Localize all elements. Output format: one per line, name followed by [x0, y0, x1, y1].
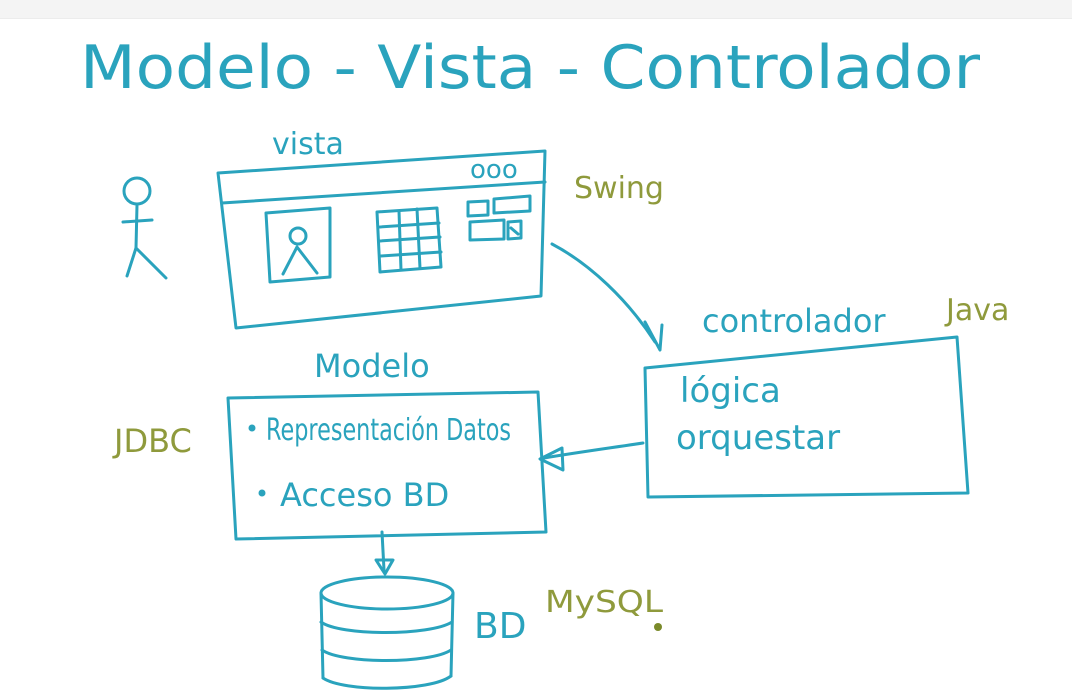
table-icon: [375, 206, 443, 274]
arrow-controlador-to-modelo: [538, 441, 645, 472]
java-label: Java: [944, 293, 1009, 328]
bullet-dot: [258, 489, 266, 497]
bullet-dot: [248, 424, 256, 432]
controlador-label: controlador: [702, 302, 886, 340]
mysql-label: MySQL: [545, 585, 663, 620]
bd-label: BD: [474, 606, 526, 647]
window-controls-icon: ooo: [470, 155, 518, 185]
jdbc-label: JDBC: [112, 422, 192, 460]
modelo-bullet-acceso: Acceso BD: [280, 476, 449, 514]
modelo-bullet-representacion: Representación Datos: [266, 413, 511, 448]
controlador-box: [643, 335, 970, 499]
vista-label: vista: [272, 127, 344, 162]
arrow-modelo-to-bd: [374, 530, 395, 576]
modelo-box: [226, 390, 548, 541]
vista-box: [216, 149, 547, 330]
modelo-label: Modelo: [314, 347, 430, 385]
diagram-title: Modelo - Vista - Controlador: [80, 33, 980, 103]
mysql-dot: [654, 623, 662, 631]
image-icon: [264, 206, 332, 284]
top-bar: [0, 0, 1072, 19]
controlador-line-logica: lógica: [680, 371, 781, 411]
controlador-line-orquestar: orquestar: [676, 418, 840, 458]
user-stick-figure: [121, 176, 168, 280]
arrow-vista-to-controlador: [550, 242, 664, 352]
form-widgets-icon: [466, 194, 532, 242]
database-icon: [319, 575, 455, 690]
swing-label: Swing: [574, 171, 664, 206]
